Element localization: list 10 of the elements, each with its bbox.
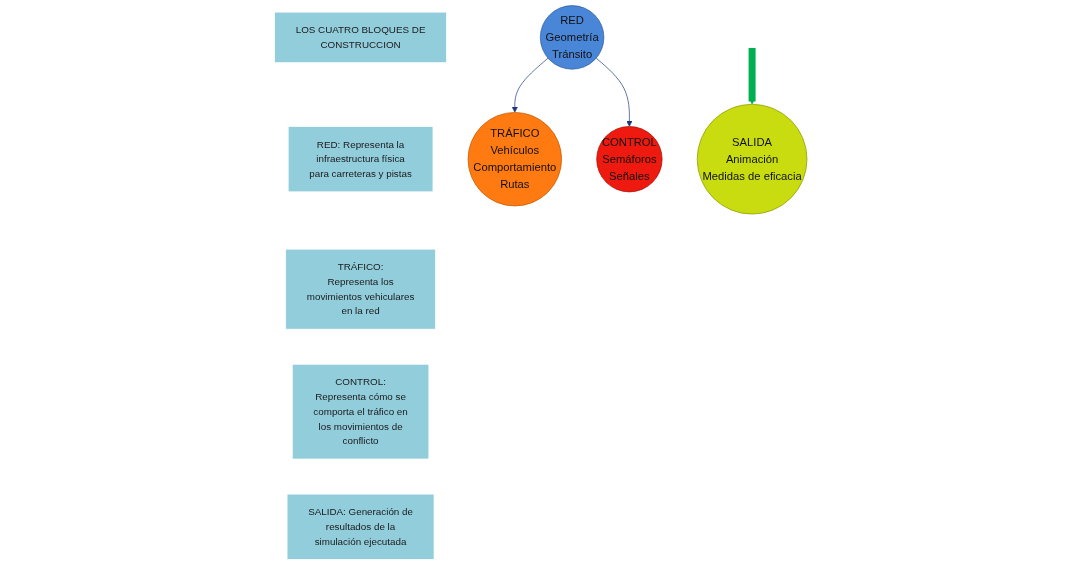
node-circle: SALIDA Animación Medidas de eficacia — [697, 103, 808, 215]
node-circle: TRÁFICO Vehículos Comportamiento Rutas — [467, 112, 563, 207]
node-circle: CONTROL Semáforos Señales — [596, 126, 663, 193]
node-box: RED: Representa la infraestructura física para carreteras y pistas — [288, 126, 434, 193]
arrow — [748, 47, 756, 105]
node-box: SALIDA: Generación de resultados de la simulación ejecutada — [286, 493, 435, 560]
node-box: CONTROL: Representa cómo se comporta el tráfico en los movimientos de conflicto — [292, 363, 430, 460]
node-box: LOS CUATRO BLOQUES DE CONSTRUCCION — [274, 11, 448, 63]
node-circle: RED Geometría Tránsito — [540, 5, 605, 70]
node-box: TRÁFICO: Representa los movimientos vehiculares en la red — [285, 248, 436, 330]
